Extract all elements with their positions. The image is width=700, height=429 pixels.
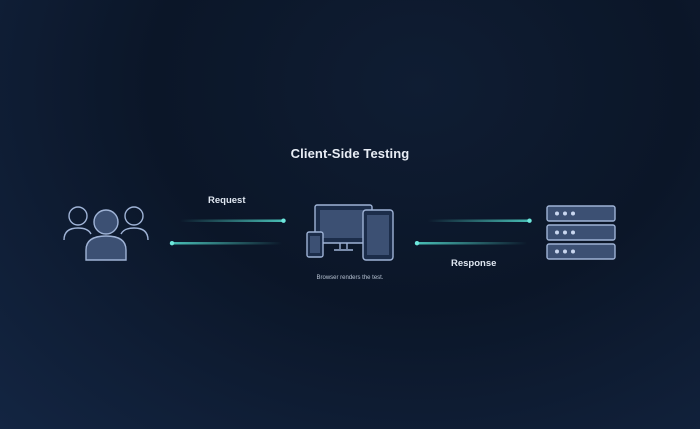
response-line-upper	[428, 218, 532, 223]
response-label: Response	[451, 258, 497, 269]
diagram-title: Client-Side Testing	[290, 146, 410, 161]
browser-caption: Browser renders the test.	[316, 275, 384, 281]
request-line-lower	[169, 241, 282, 246]
server-icon	[546, 205, 616, 260]
response-line-lower	[414, 241, 527, 246]
request-label: Request	[208, 195, 246, 206]
devices-icon	[306, 204, 394, 261]
users-icon	[63, 206, 149, 261]
request-line-upper	[180, 218, 286, 223]
